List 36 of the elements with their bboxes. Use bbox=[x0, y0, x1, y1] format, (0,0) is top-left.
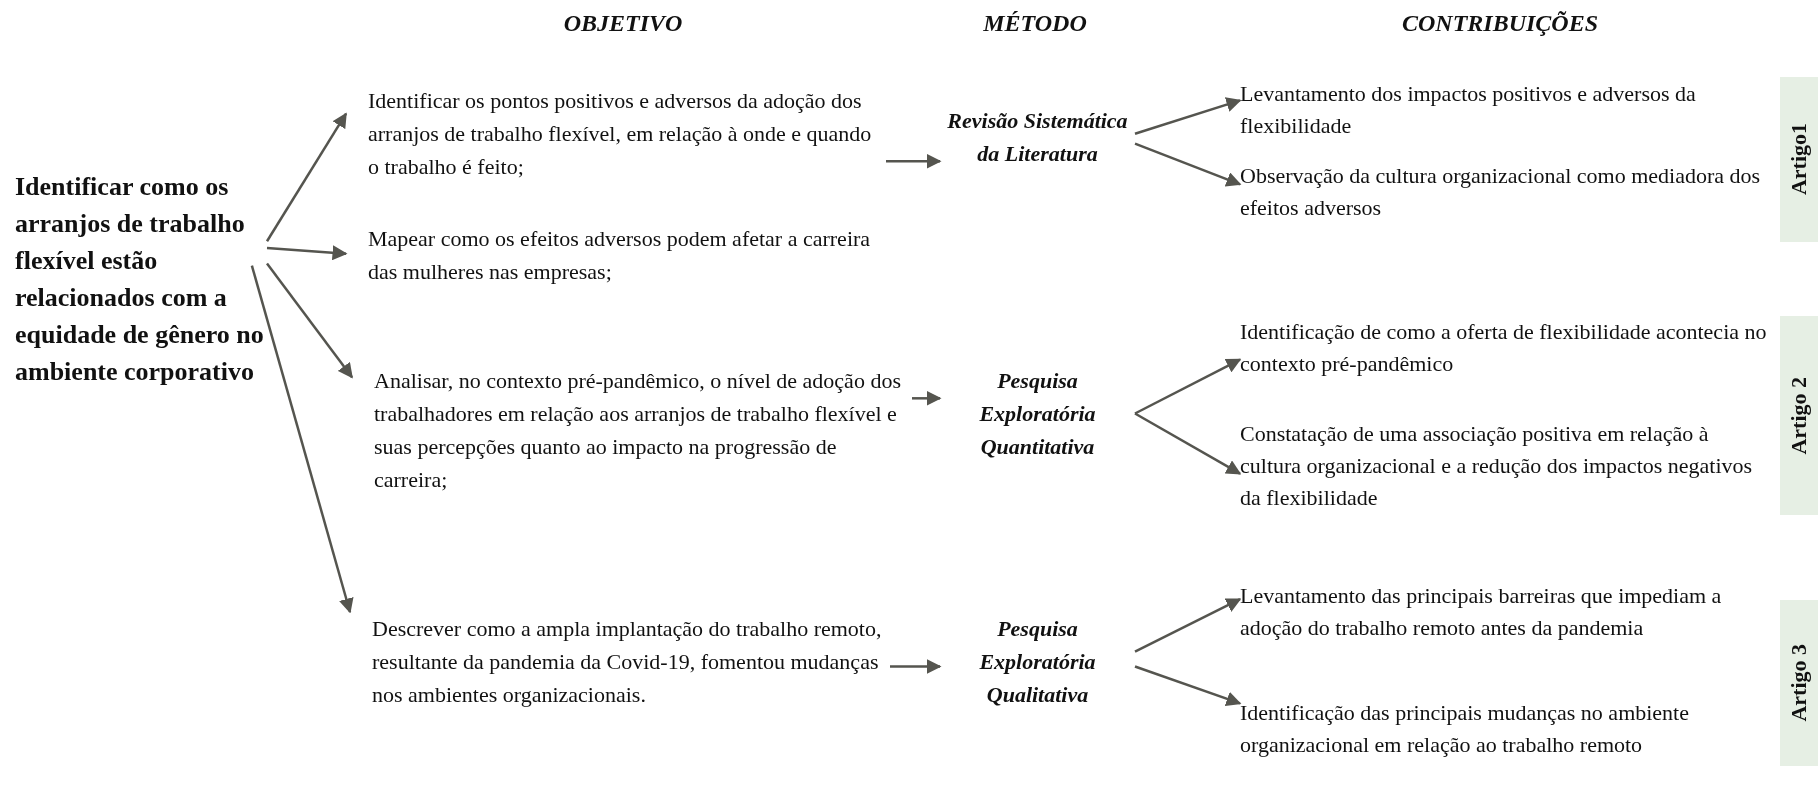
contribution-text: Constatação de uma associação positiva em relação à cultura organizacional e a redução dos impactos negativos da flexibilidade bbox=[1240, 418, 1775, 514]
article-band bbox=[1780, 316, 1818, 515]
goal-text: Identificar como os arranjos de trabalho flexível estão relacionados com a equidade de gênero no ambiente corporativo bbox=[15, 168, 267, 390]
article-label: Artigo1 bbox=[1786, 123, 1812, 196]
contribution-text: Levantamento das principais barreiras que impediam a adoção do trabalho remoto antes da pandemia bbox=[1240, 580, 1775, 644]
column-heading: MÉTODO bbox=[983, 10, 1087, 37]
arrow bbox=[1134, 665, 1242, 706]
arrow bbox=[1134, 142, 1242, 187]
objective-text: Mapear como os efeitos adversos podem afetar a carreira das mulheres nas empresas; bbox=[346, 222, 886, 288]
arrow bbox=[890, 658, 942, 674]
arrow bbox=[1134, 358, 1242, 415]
arrow bbox=[1134, 598, 1242, 653]
arrow bbox=[265, 112, 348, 242]
arrow bbox=[1134, 412, 1242, 475]
objective-text: Analisar, no contexto pré-pandêmico, o nível de adoção dos trabalhadores em relação aos arranjos de trabalho flexível e suas percepções quanto ao impacto na progressão de carreira; bbox=[352, 364, 912, 496]
contribution-text: Identificação de como a oferta de flexibilidade acontecia no contexto pré-pandêmico bbox=[1240, 316, 1775, 380]
objective-text: Descrever como a ampla implantação do trabalho remoto, resultante da pandemia da Covid-19, fomentou mudanças nos ambientes organizacionais. bbox=[350, 612, 890, 711]
arrow bbox=[266, 262, 353, 379]
arrow bbox=[886, 153, 942, 169]
contribution-text: Identificação das principais mudanças no ambiente organizacional em relação ao trabalho remoto bbox=[1240, 697, 1775, 761]
arrow bbox=[266, 245, 348, 261]
objective-text: Identificar os pontos positivos e adversos da adoção dos arranjos de trabalho flexível, em relação à onde e quando o trabalho é feito; bbox=[346, 84, 886, 183]
contribution-text: Levantamento dos impactos positivos e adversos da flexibilidade bbox=[1240, 78, 1775, 142]
article-label: Artigo 2 bbox=[1786, 376, 1812, 455]
article-label: Artigo 3 bbox=[1786, 644, 1812, 722]
article-band bbox=[1780, 77, 1818, 242]
method-text: Revisão Sistemática da Literatura bbox=[940, 104, 1135, 170]
method-text: Pesquisa Exploratória Qualitativa bbox=[940, 612, 1135, 711]
arrow bbox=[250, 265, 354, 614]
column-heading: OBJETIVO bbox=[563, 10, 683, 37]
method-text: Pesquisa Exploratória Quantitativa bbox=[940, 364, 1135, 463]
column-heading: CONTRIBUIÇÕES bbox=[1401, 10, 1599, 37]
arrow bbox=[912, 390, 942, 406]
article-band bbox=[1780, 600, 1818, 766]
arrow bbox=[1134, 97, 1242, 135]
contribution-text: Observação da cultura organizacional como mediadora dos efeitos adversos bbox=[1240, 160, 1775, 224]
